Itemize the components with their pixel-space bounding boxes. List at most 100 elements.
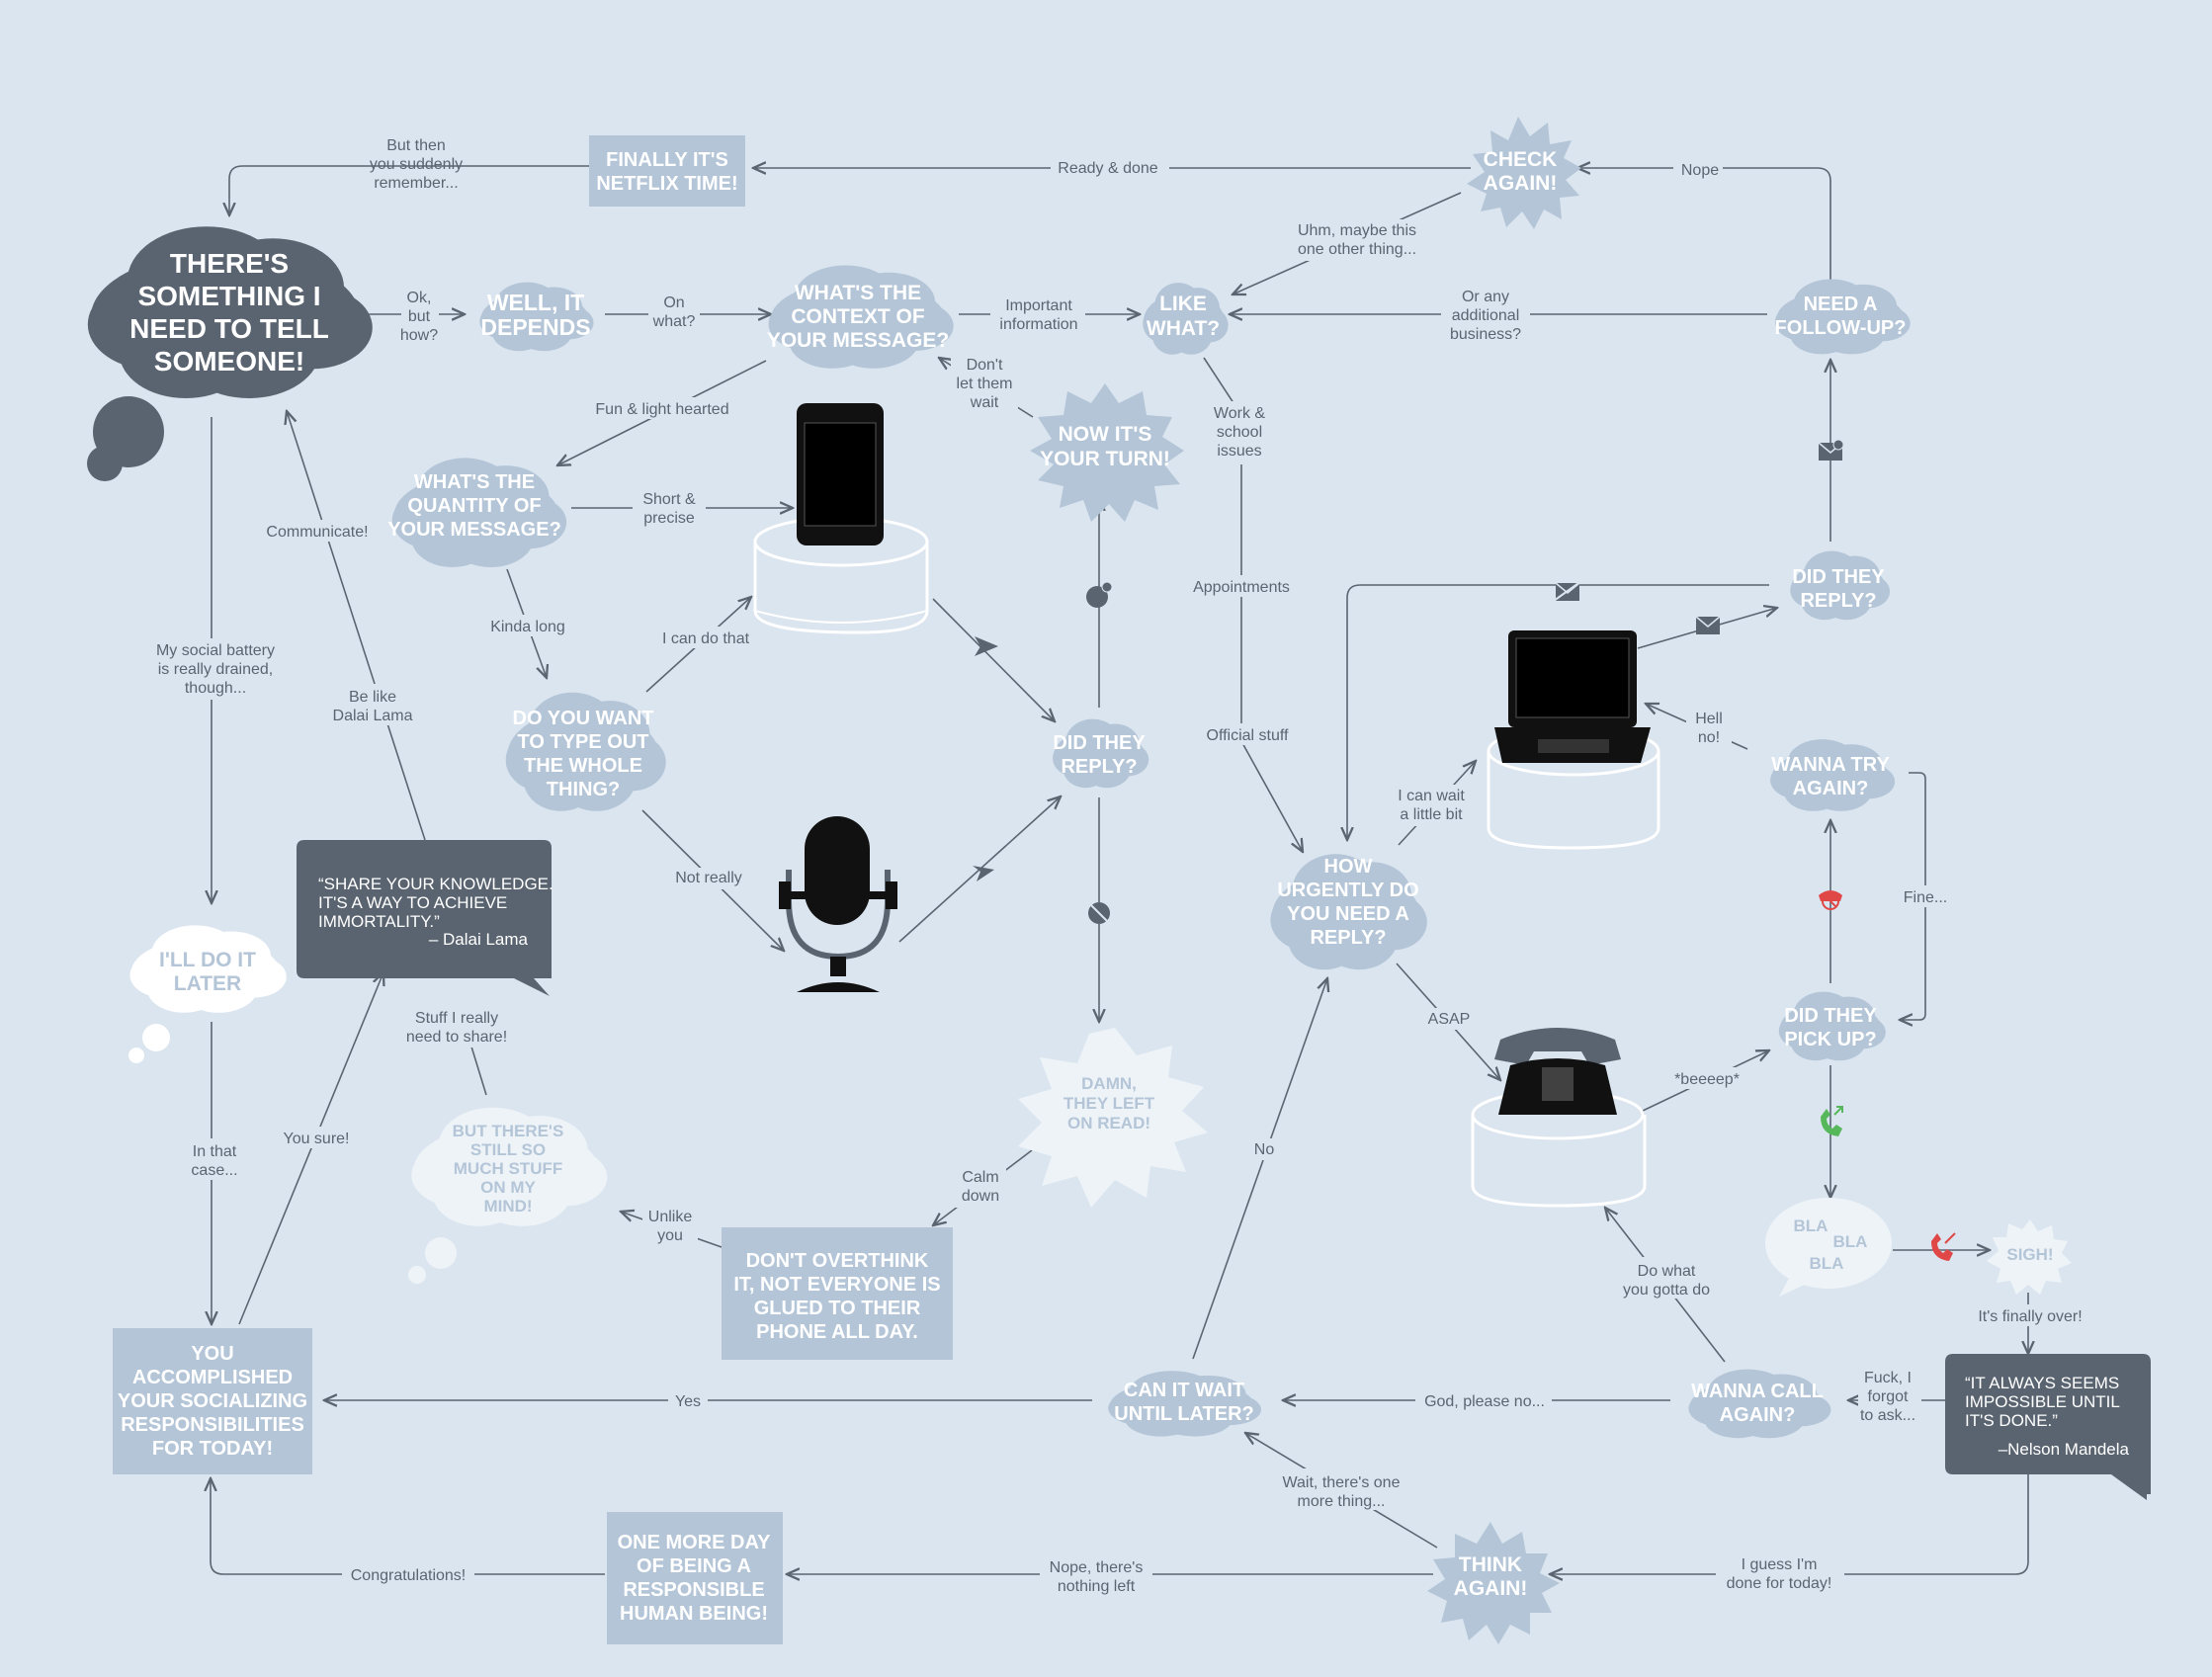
send-arrow-icon xyxy=(975,636,998,656)
label-not-really: Not really xyxy=(675,870,742,886)
svg-text:BLA: BLA xyxy=(1833,1232,1868,1251)
node-sigh: SIGH! xyxy=(1987,1219,2072,1295)
svg-text:BLA: BLA xyxy=(1794,1216,1829,1235)
message-alert-icon xyxy=(1086,581,1113,608)
label-nope: Nope xyxy=(1681,162,1719,179)
microphone-icon xyxy=(779,816,897,992)
label-no: No xyxy=(1254,1141,1275,1158)
label-official-stuff: Official stuff xyxy=(1207,727,1290,744)
edge-dalai-to-start xyxy=(287,411,426,841)
quote-dalai-lama: “SHARE YOUR KNOWLEDGE.IT'S A WAY TO ACHI… xyxy=(297,840,553,996)
thought-dot-large xyxy=(142,1024,170,1051)
thought-dot-small xyxy=(87,446,123,481)
label-finally-over: It's finally over! xyxy=(1978,1308,2082,1325)
quote-mandela-author: –Nelson Mandela xyxy=(1999,1440,2130,1459)
label-kinda-long: Kinda long xyxy=(490,619,565,635)
label-congratulations: Congratulations! xyxy=(351,1567,467,1584)
label-ready-done: Ready & done xyxy=(1058,160,1158,177)
label-short-precise: Short &precise xyxy=(642,491,696,527)
laptop-icon xyxy=(1494,630,1651,763)
telephone-icon xyxy=(1494,1028,1621,1115)
envelope-icon xyxy=(1553,580,1582,602)
label-you-sure: You sure! xyxy=(283,1131,349,1147)
phone-missed-icon xyxy=(1931,1232,1956,1261)
label-beeeep: *beeeep* xyxy=(1674,1071,1740,1088)
svg-text:BLA: BLA xyxy=(1810,1254,1844,1273)
label-yes: Yes xyxy=(675,1393,701,1410)
edge-waitlater-to-urgently xyxy=(1192,978,1327,1360)
label-i-can-do-that: I can do that xyxy=(662,630,750,647)
svg-text:SIGH!: SIGH! xyxy=(2006,1245,2053,1264)
smartphone-icon xyxy=(797,403,884,545)
envelope-icon xyxy=(1695,616,1721,634)
phone-declined-icon xyxy=(1819,890,1842,910)
label-fine: Fine... xyxy=(1904,889,1947,906)
label-god-please-no: God, please no... xyxy=(1424,1393,1545,1410)
edge-netflix-to-start xyxy=(229,165,589,215)
edge-mandela-to-think xyxy=(1550,1472,2029,1574)
edge-phone-to-didreply xyxy=(932,598,1055,721)
thought-dot-small xyxy=(408,1266,426,1284)
node-bla-bla: BLA BLA BLA xyxy=(1765,1198,1892,1297)
envelope-alert-icon xyxy=(1818,439,1844,461)
edge-didreply2-to-urgently xyxy=(1347,584,1769,840)
